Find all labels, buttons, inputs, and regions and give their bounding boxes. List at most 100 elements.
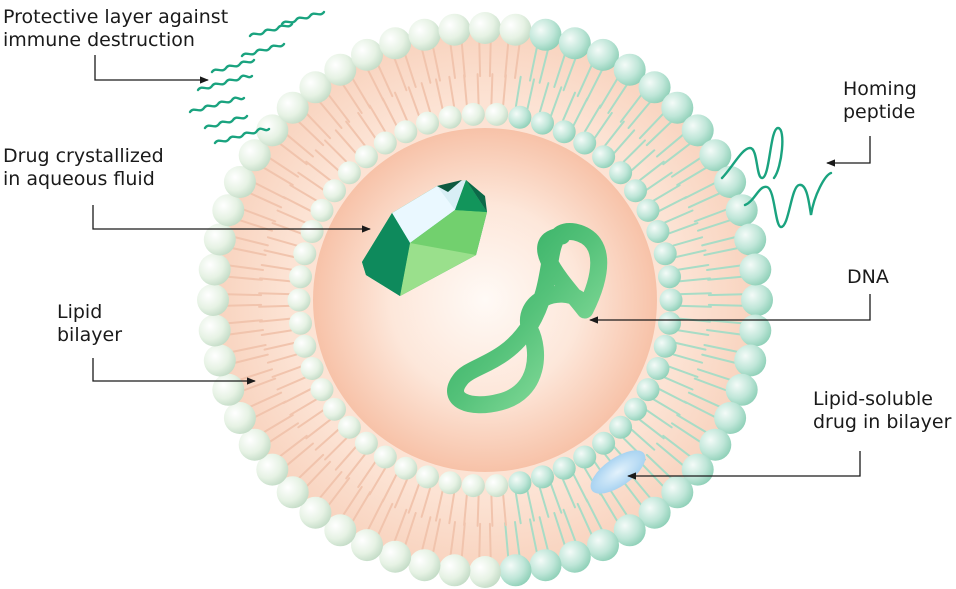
inner-lipid-head <box>323 179 346 203</box>
lipid-tail <box>502 74 507 106</box>
lipid-tail <box>584 104 602 133</box>
outer-lipid-head <box>256 453 289 486</box>
inner-lipid-head <box>394 456 418 480</box>
lipid-tail <box>367 69 385 102</box>
lipid-tail <box>314 428 340 451</box>
lipid-tail <box>242 208 277 223</box>
lipid-tail <box>703 344 739 353</box>
lipid-tail <box>357 111 377 139</box>
lipid-tail <box>656 442 685 467</box>
lipid-tail <box>404 53 417 88</box>
lipid-tail <box>488 522 492 559</box>
drug-crystal-arrow <box>92 205 371 233</box>
inner-lipid-head <box>337 161 361 185</box>
lipid-tail <box>476 73 480 106</box>
lipid-tail <box>285 442 314 467</box>
lipid-tail <box>529 46 538 82</box>
lipid-tail <box>381 473 398 503</box>
lipid-tail <box>550 86 563 117</box>
lipid-tail <box>231 247 267 256</box>
outer-lipid-head <box>408 549 441 582</box>
lipid-tail <box>404 512 417 547</box>
lipid-drug-arrow <box>627 451 861 480</box>
lipid-tail <box>562 91 576 122</box>
lipid-tail <box>263 249 295 258</box>
lipid-tail <box>327 93 351 123</box>
outer-lipid-head <box>324 514 357 547</box>
lipid-tail <box>652 398 681 416</box>
lipid-tail <box>490 73 494 106</box>
outer-lipid-head <box>529 18 562 51</box>
lipid-tail <box>448 75 456 108</box>
lipid-tail <box>707 319 743 325</box>
outer-lipid-head <box>351 38 383 71</box>
lipid-tail <box>701 353 737 364</box>
outer-lipid-head <box>256 114 289 147</box>
lipid-tail <box>572 97 589 127</box>
lipid-tail <box>407 86 420 117</box>
lipid-tail <box>435 490 444 522</box>
inner-lipid-head <box>289 311 312 335</box>
lipid-tail <box>613 129 636 154</box>
inner-lipid-head <box>310 198 334 222</box>
lipid-tail <box>652 184 681 202</box>
lipid-tail <box>562 508 577 543</box>
lipid-tail <box>432 46 441 82</box>
lipid-tail <box>645 453 673 480</box>
lipid-tail <box>585 69 603 102</box>
lipid-tail <box>671 422 702 443</box>
lipid-tail <box>227 275 263 281</box>
lipid-tail <box>448 492 456 525</box>
lipid-bilayer-label-line2: bilayer <box>57 324 123 346</box>
lipid-tail <box>233 353 269 364</box>
lipid-tail <box>707 275 743 281</box>
lipid-tail <box>677 264 710 271</box>
lipid-tail <box>639 160 665 182</box>
drug-crystallized-label-line2: in aqueous fluid <box>3 168 155 190</box>
lipid-tail <box>318 471 343 500</box>
inner-lipid-head <box>552 120 576 144</box>
lipid-tail <box>305 112 332 140</box>
lipid-tail <box>639 418 665 440</box>
lipid-tail <box>297 171 324 191</box>
lipid-tail <box>668 222 699 235</box>
inner-lipid-head <box>659 288 683 312</box>
lipid-tail <box>460 42 466 78</box>
lipid-tail <box>327 477 351 507</box>
lipid-tail <box>664 209 694 224</box>
lipid-tail <box>260 329 293 336</box>
lipid-tail <box>393 57 408 92</box>
lipid-tail <box>345 453 366 480</box>
drug-crystallized-label-line1: Drug crystallized <box>3 145 164 167</box>
lipid-tail <box>238 368 273 381</box>
outer-lipid-head <box>469 556 501 588</box>
homing-peptide-label-line2: peptide <box>843 101 916 123</box>
lipid-tail <box>693 377 728 392</box>
lipid-tail <box>662 434 692 458</box>
lipid-tail <box>630 149 656 172</box>
inner-lipid-head <box>552 456 576 480</box>
lipid-tail <box>342 83 363 114</box>
inner-lipid-head <box>624 179 647 203</box>
lipid-tail <box>278 142 308 166</box>
lipid-soluble-drug-label-line2: drug in bilayer <box>813 411 952 433</box>
lipid-tails <box>226 41 744 559</box>
lipid-tail <box>576 502 593 536</box>
lipid-tail <box>421 516 432 552</box>
lipid-tail <box>658 388 688 404</box>
lipid-bilayer-label: Lipid bilayer <box>57 301 122 347</box>
inner-lipid-head <box>636 198 660 222</box>
lipid-tail <box>638 112 665 140</box>
lipid-tail <box>675 342 707 351</box>
lipid-tail <box>514 43 521 79</box>
lipid-tail <box>226 293 263 297</box>
lipid-tail <box>604 120 625 147</box>
lipid-tail <box>514 521 521 557</box>
lipid-tail <box>707 293 744 297</box>
lipid-tail <box>504 42 510 78</box>
lipid-tail <box>526 490 535 522</box>
outer-lipid-head <box>725 373 758 406</box>
outer-lipid-head <box>699 428 732 461</box>
outer-lipid-head <box>741 284 773 316</box>
lipid-tail <box>345 120 366 147</box>
